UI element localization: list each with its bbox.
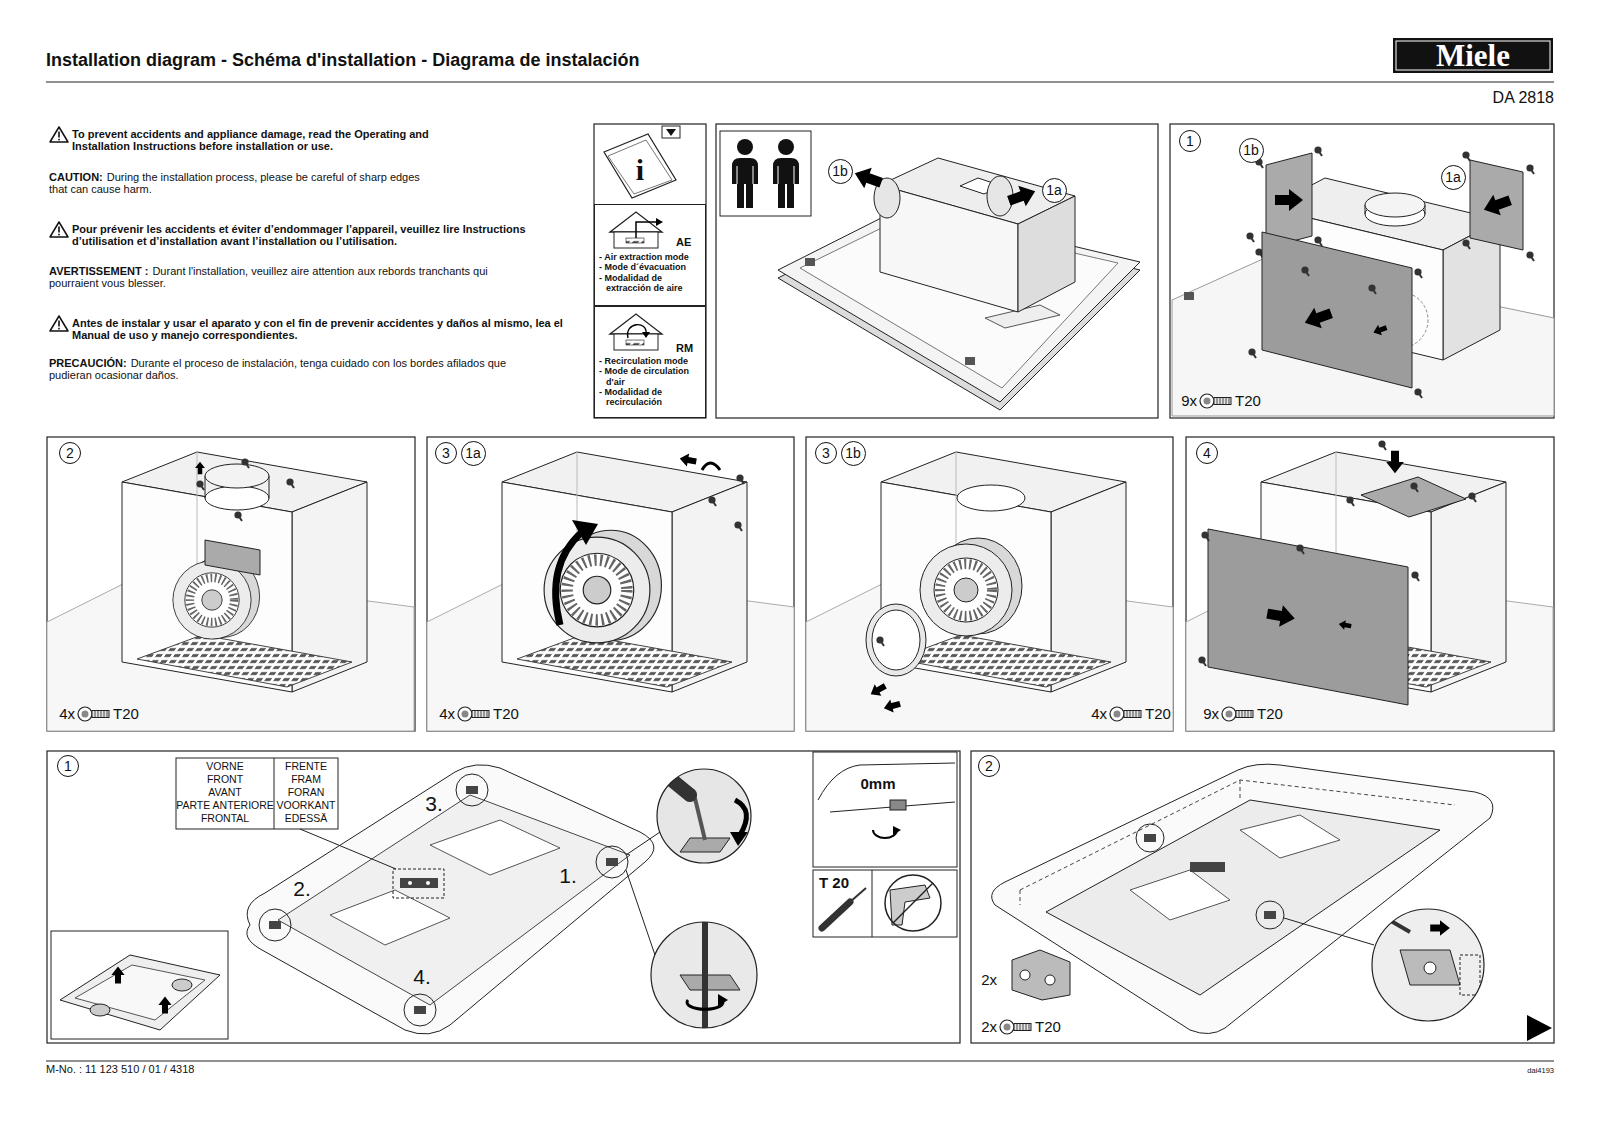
label: T 20 xyxy=(819,874,849,891)
step-circle: 4 xyxy=(1196,442,1218,464)
warning-keyword: CAUTION: xyxy=(49,171,103,183)
label: dai4193 xyxy=(1527,1067,1554,1076)
label: PARTE ANTERIORE xyxy=(176,799,274,811)
step-number: 1a xyxy=(1046,183,1062,197)
step-circle: 1b xyxy=(828,159,853,184)
label: 3. xyxy=(425,792,443,816)
step-circle: 1a xyxy=(1042,178,1067,203)
step-number: 1a xyxy=(465,446,481,460)
mode-item: - Modalidad de extracción de aire xyxy=(599,273,704,294)
label: 0mm xyxy=(860,775,895,792)
mode-item: - Recirculation mode xyxy=(599,356,704,366)
step-number: 2 xyxy=(985,759,993,773)
label: 4x xyxy=(1091,705,1107,722)
step-number: 1 xyxy=(64,759,72,773)
label: 2x xyxy=(981,1018,997,1035)
mode-item: - Mode d´évacuation xyxy=(599,262,704,272)
label: 4x xyxy=(59,705,75,722)
warning-paragraph: PRECAUCIÓN:Durante el proceso de instala… xyxy=(49,357,529,382)
warning-heading: Pour prévenir les accidents et éviter d’… xyxy=(72,223,577,248)
label: T20 xyxy=(1035,1018,1061,1035)
label: FRONTAL xyxy=(201,812,249,824)
warning-keyword: AVERTISSEMENT : xyxy=(49,265,148,277)
step-circle: 1 xyxy=(1179,130,1201,152)
step-circle: 3 xyxy=(435,442,457,464)
step-number: 1a xyxy=(1445,170,1461,184)
step-circle: 1a xyxy=(1441,165,1466,190)
mode-item: - Air extraction mode xyxy=(599,252,704,262)
label: FRAM xyxy=(291,773,321,785)
step-number: 1b xyxy=(832,164,848,178)
label: AVANT xyxy=(208,786,241,798)
label: FRONT xyxy=(207,773,243,785)
label: 2x xyxy=(981,971,997,988)
warning-paragraph: AVERTISSEMENT :Durant l'installation, ve… xyxy=(49,265,534,290)
step-number: 2 xyxy=(66,446,74,460)
label: 9x xyxy=(1181,392,1197,409)
warning-keyword: PRECAUCIÓN: xyxy=(49,357,127,369)
label: T20 xyxy=(1235,392,1261,409)
step-number: 1 xyxy=(1186,134,1194,148)
step-number: 3 xyxy=(822,446,830,460)
label: T20 xyxy=(113,705,139,722)
label: 2. xyxy=(293,877,311,901)
step-number: 3 xyxy=(442,446,450,460)
label: i xyxy=(636,153,644,188)
label: VORNE xyxy=(206,760,243,772)
warning-paragraph: CAUTION:During the installation process,… xyxy=(49,171,424,196)
label: FRENTE xyxy=(285,760,327,772)
step-circle: 2 xyxy=(978,755,1000,777)
mode-item: - Modalidad de recirculación xyxy=(599,387,704,408)
label: Miele xyxy=(1436,38,1510,74)
mode-code: RM xyxy=(676,342,693,354)
label: 4. xyxy=(413,965,431,989)
mode-box: RM - Recirculation mode- Mode de circulat… xyxy=(594,306,706,418)
label: T20 xyxy=(493,705,519,722)
label: FORAN xyxy=(288,786,325,798)
warning-heading: Antes de instalar y usar el aparato y co… xyxy=(72,317,592,342)
mode-list: - Air extraction mode- Mode d´évacuation… xyxy=(599,252,704,293)
step-circle: 2 xyxy=(59,442,81,464)
warning-heading: To prevent accidents and appliance damag… xyxy=(72,128,472,153)
label: M-No. : 11 123 510 / 01 / 4318 xyxy=(46,1063,194,1076)
label: 4x xyxy=(439,705,455,722)
step-circle: 1a xyxy=(461,441,486,466)
label: T20 xyxy=(1145,705,1171,722)
label: 1. xyxy=(559,864,577,888)
step-circle: 1b xyxy=(841,441,866,466)
mode-box: AE - Air extraction mode- Mode d´évacuati… xyxy=(594,204,706,306)
label: VOORKANT xyxy=(277,799,336,811)
mode-list: - Recirculation mode- Mode de circulatio… xyxy=(599,356,704,408)
step-number: 1b xyxy=(1243,143,1259,157)
step-circle: 1 xyxy=(57,755,79,777)
warning-text: During the installation process, please … xyxy=(49,171,420,195)
mode-code: AE xyxy=(676,236,691,248)
label: 9x xyxy=(1203,705,1219,722)
step-number: 1b xyxy=(845,446,861,460)
step-number: 4 xyxy=(1203,446,1211,460)
step-circle: 3 xyxy=(815,442,837,464)
title: Installation diagram - Schéma d'installa… xyxy=(46,50,639,71)
step-circle: 1b xyxy=(1239,138,1264,163)
mode-item: - Mode de circulation d'air xyxy=(599,366,704,387)
label: DA 2818 xyxy=(1493,89,1554,107)
label: T20 xyxy=(1257,705,1283,722)
label: EDESSÄ xyxy=(285,812,328,824)
